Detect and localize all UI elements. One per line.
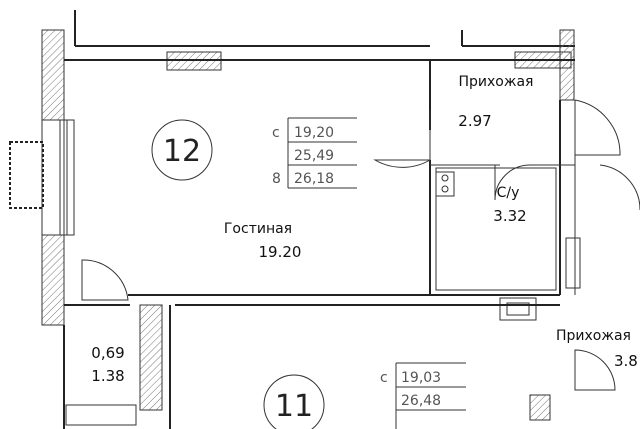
area-key-2: 8 xyxy=(272,171,281,187)
area11-value-0: 19,03 xyxy=(401,370,441,386)
apartment-11-badge xyxy=(263,374,325,429)
balcony-railing xyxy=(65,404,137,426)
partition-hatched xyxy=(139,304,163,411)
door-balcony xyxy=(81,259,129,301)
hall-area: 2.97 xyxy=(458,112,491,130)
area-value-0: 19,20 xyxy=(294,125,334,141)
door-entry xyxy=(574,99,621,156)
facade-wall-left xyxy=(41,29,65,121)
apartment-12-number: 12 xyxy=(163,134,201,169)
ac-unit-outline xyxy=(9,141,44,209)
apartment-11-number: 11 xyxy=(275,389,313,424)
apartment-11-hall-name: Прихожая xyxy=(556,328,631,344)
column-right xyxy=(559,29,575,101)
bathroom-area: 3.32 xyxy=(493,207,526,225)
apartment-11-hall-area: 3.8 xyxy=(614,352,638,370)
washer xyxy=(435,171,455,197)
balcony-area-b: 1.38 xyxy=(91,367,124,385)
bathtub xyxy=(565,237,581,289)
area11-key-0: с xyxy=(380,370,388,386)
door-bath xyxy=(494,164,531,201)
area11-value-1: 26,48 xyxy=(401,393,441,409)
area-key-0: с xyxy=(272,125,280,141)
apartment-11-area-table: с 19,03 26,48 xyxy=(380,362,466,429)
facade-wall-left-lower xyxy=(41,234,65,326)
living-room-area: 19.20 xyxy=(259,243,302,261)
washer-knob-1 xyxy=(441,174,449,182)
area-value-1: 25,49 xyxy=(294,148,334,164)
door-neighbor xyxy=(599,164,640,210)
living-room-name: Гостиная xyxy=(224,221,292,237)
apartment-12-area-table: с 19,20 25,49 8 26,18 xyxy=(272,117,357,189)
bathroom-box xyxy=(435,167,557,291)
apartment-12-badge xyxy=(151,119,213,181)
area-value-2: 26,18 xyxy=(294,171,334,187)
column-bottom-right xyxy=(529,394,551,421)
door-hall-11 xyxy=(574,349,616,391)
bathroom-name: С/у xyxy=(497,185,520,201)
vent-shaft-inner xyxy=(506,302,530,316)
balcony-area-a: 0,69 xyxy=(91,344,124,362)
hall-name: Прихожая xyxy=(459,74,534,90)
door-living xyxy=(373,159,431,168)
washer-knob-2 xyxy=(441,185,449,193)
vent-shaft xyxy=(499,297,537,321)
